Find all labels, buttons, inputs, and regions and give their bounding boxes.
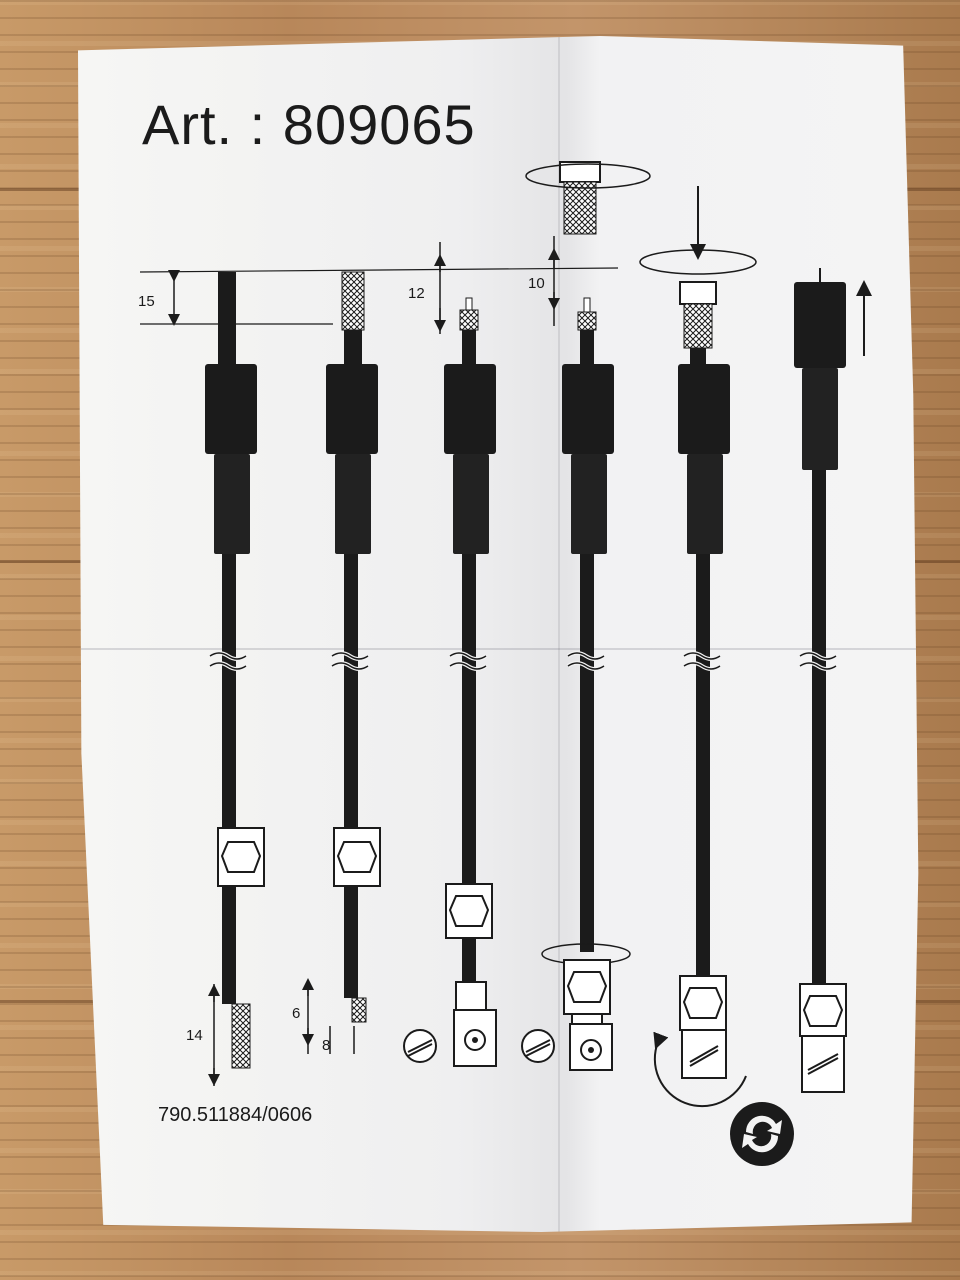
dimension-arrows: [168, 236, 560, 1086]
step-3-cable: [444, 297, 497, 1067]
fold-crease-horizontal: [78, 648, 919, 650]
step-5-cable: [639, 186, 757, 1108]
dim-label-8: 8: [322, 1037, 330, 1054]
dim-label-6: 6: [292, 1005, 300, 1022]
step-4-cable: [525, 161, 651, 1071]
dim-label-12: 12: [408, 285, 425, 302]
reference-lines: [139, 267, 619, 325]
fold-crease-vertical: [558, 36, 560, 1232]
dim-label-15: 15: [138, 293, 155, 310]
dim-label-10: 10: [528, 275, 545, 292]
step-1-cable: [205, 272, 265, 1069]
screwdriver-slot-icon: [521, 1029, 555, 1063]
step-2-cable: [326, 271, 381, 1023]
document-code: 790.511884/0606: [158, 1104, 313, 1126]
article-title: Art. : 809065: [142, 93, 476, 156]
recycle-icon: [730, 1102, 794, 1166]
step-6-cable: [794, 268, 872, 1093]
instruction-sheet: Art. : 809065: [78, 36, 919, 1232]
dim-label-14: 14: [186, 1027, 203, 1044]
screwdriver-slot-icon: [403, 1029, 437, 1063]
cable-assembly-diagram: 15 12 10 14 6 8: [138, 161, 872, 1166]
